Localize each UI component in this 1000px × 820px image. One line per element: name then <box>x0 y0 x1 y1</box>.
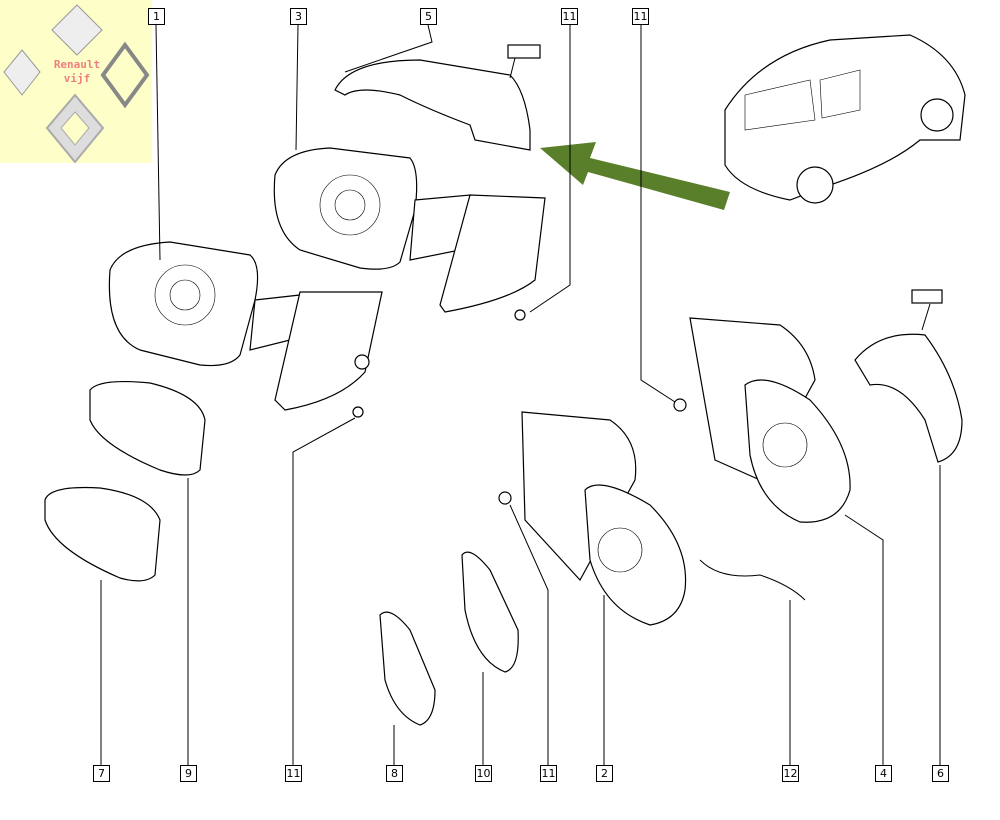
callout-11: 11 <box>540 765 557 782</box>
callout-10: 10 <box>475 765 492 782</box>
callout-1: 1 <box>148 8 165 25</box>
callout-11: 11 <box>632 8 649 25</box>
location-arrow-icon <box>540 142 730 210</box>
screw-11 <box>673 398 687 412</box>
callout-7: 7 <box>93 765 110 782</box>
callout-2: 2 <box>596 765 613 782</box>
label-placeholder-icon <box>507 44 541 59</box>
screw-11 <box>514 309 526 321</box>
vehicle-illustration <box>724 34 966 204</box>
leader-lines <box>100 24 941 765</box>
mirror-cover-6 <box>854 333 963 463</box>
callout-8: 8 <box>386 765 403 782</box>
brand-line-2: vijf <box>63 72 91 85</box>
label-placeholder-icon <box>911 289 943 304</box>
callout-3: 3 <box>290 8 307 25</box>
mirror-cover-5 <box>334 59 531 151</box>
callout-11: 11 <box>285 765 302 782</box>
wiring-harness-12 <box>699 559 806 601</box>
callout-11: 11 <box>561 8 578 25</box>
callout-5: 5 <box>420 8 437 25</box>
screw-11 <box>352 406 364 418</box>
callout-6: 6 <box>932 765 949 782</box>
mirror-glass-7 <box>44 486 161 582</box>
mirror-glass-10 <box>461 551 519 673</box>
renault-emblems-icon <box>3 4 150 163</box>
callout-12: 12 <box>782 765 799 782</box>
callout-9: 9 <box>180 765 197 782</box>
renault-logo-panel: Renault vijf <box>0 0 152 163</box>
mirror-assembly-1 <box>108 241 383 411</box>
callout-4: 4 <box>875 765 892 782</box>
brand-line-1: Renault <box>53 58 101 71</box>
mirror-glass-9 <box>89 380 206 476</box>
screw-11 <box>498 491 512 505</box>
mirror-assembly-3 <box>273 147 546 313</box>
mirror-glass-8 <box>379 611 436 726</box>
